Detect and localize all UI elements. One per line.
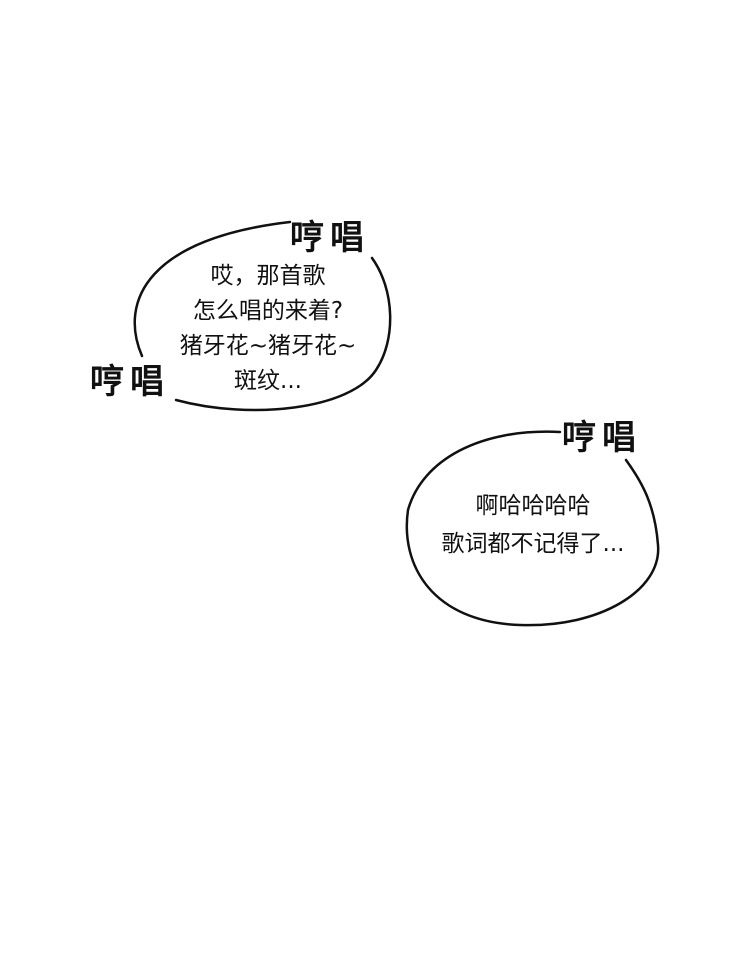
bubble-left-line-4: 斑纹... [234, 368, 302, 394]
bubble-right-line-2: 歌词都不记得了... [441, 531, 625, 557]
sfx-humming-top-left: 哼唱 [290, 218, 370, 258]
bubble-left-outline [133, 220, 392, 412]
bubble-left-line-1: 哎，那首歌 [210, 263, 326, 289]
sfx-humming-bottom-left: 哼唱 [90, 362, 170, 402]
sfx-humming-right: 哼唱 [562, 418, 642, 458]
bubble-right-line-1: 啊哈哈哈哈 [475, 493, 591, 519]
bubble-left-line-3: 猪牙花~猪牙花~ [179, 333, 357, 359]
bubble-left-line-2: 怎么唱的来着? [192, 298, 344, 324]
bubble-right-outline [405, 430, 660, 627]
